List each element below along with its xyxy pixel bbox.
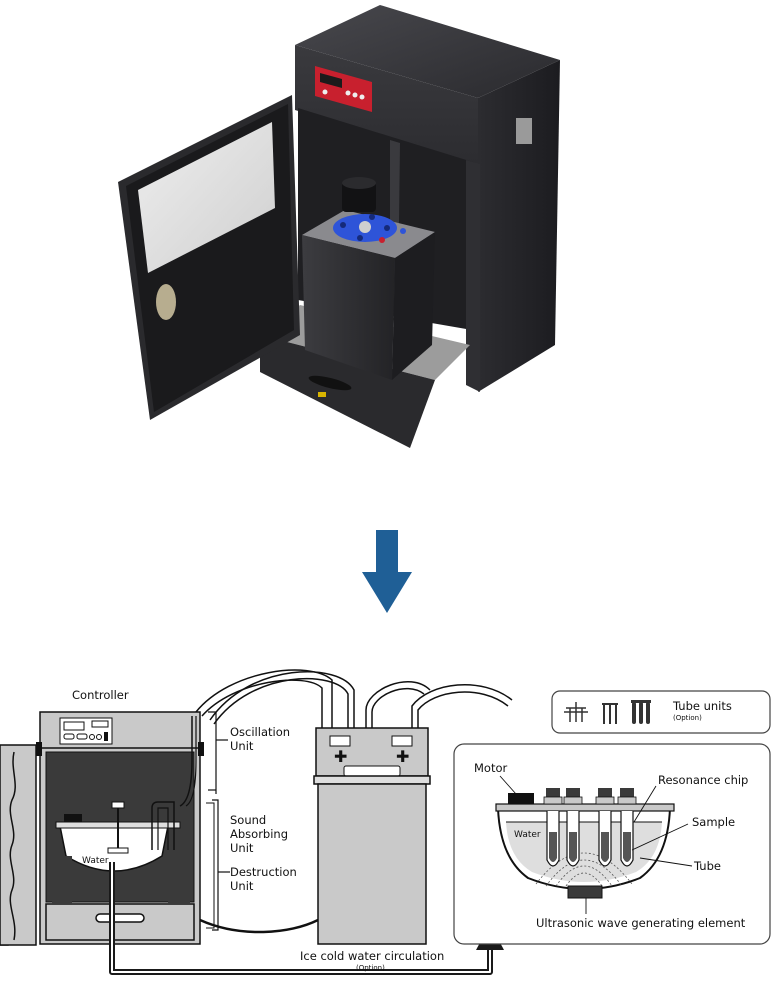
motor-cylinder [342, 182, 376, 212]
cabinet-hose-inner [185, 716, 197, 807]
label-resonance-chip: Resonance chip [658, 773, 749, 787]
control-button [345, 90, 351, 96]
detail-tubes [543, 788, 637, 867]
chiller-port [329, 735, 351, 747]
bath-front [302, 235, 395, 380]
door-latch [156, 284, 176, 320]
hose-1 [195, 669, 333, 728]
rotor-hole [340, 222, 346, 228]
label-ice-water: Ice cold water circulation [300, 949, 445, 963]
side-latch [516, 118, 532, 144]
drawer-handle [95, 913, 145, 923]
tube-unit-icon-1 [564, 702, 588, 722]
chiller-lip [313, 775, 431, 785]
controller-button [63, 733, 75, 740]
tube-unit-icon-2 [602, 703, 618, 724]
controller-knob [96, 734, 102, 740]
chiller-body [317, 783, 427, 945]
tube-units-box [551, 690, 771, 734]
product-photo [118, 5, 560, 448]
rotor-hole [384, 225, 390, 231]
door-window [138, 122, 275, 273]
warning-label [318, 392, 326, 397]
hose-1-fill [200, 675, 328, 728]
tube-unit-icon-3 [631, 700, 651, 724]
controller-readout [91, 720, 109, 728]
label-tube: Tube [694, 859, 721, 873]
label-destruction-2: Unit [230, 879, 254, 893]
chiller-port [391, 735, 413, 747]
hose-4-edge [417, 691, 509, 728]
label-sound-3: Unit [230, 841, 254, 855]
shaft-foot [107, 847, 129, 854]
ultrasonic-waves [535, 852, 633, 887]
label-tube-units: Tube units [673, 699, 732, 713]
controller-button [76, 733, 88, 740]
motor-top [342, 177, 376, 189]
rotor-hole [357, 235, 363, 241]
chiller-cable [199, 918, 319, 934]
open-door [0, 744, 37, 946]
cabinet-pipe [151, 801, 175, 850]
label-sound-1: Sound [230, 813, 267, 827]
door-edge [9, 751, 16, 941]
circulation-arrow-core [111, 862, 491, 973]
inner-support [52, 856, 72, 904]
label-tube-units-option: (Option) [673, 714, 702, 722]
shaft-top [111, 801, 125, 809]
drawer-handle [308, 375, 352, 391]
cabinet-side [478, 60, 560, 392]
cabinet-pillar [466, 160, 480, 392]
chiller-handle [343, 765, 401, 777]
label-controller: Controller [72, 688, 129, 702]
drawer-front [260, 335, 435, 448]
label-sound-2: Absorbing [230, 827, 289, 841]
bracket-destruction [206, 802, 215, 929]
cabinet-top [295, 5, 560, 98]
red-fitting [379, 237, 385, 243]
label-oscillation-2: Unit [230, 739, 254, 753]
label-destruction-1: Destruction [230, 865, 297, 879]
hose-1-edge [201, 679, 323, 728]
control-button [322, 89, 328, 95]
label-water-left: Water [82, 856, 109, 866]
controller-switch [104, 732, 108, 741]
label-sample: Sample [692, 815, 736, 829]
hose-3 [365, 680, 431, 728]
bracket-oscillation [208, 711, 217, 794]
plus-icon: ✚ [396, 747, 409, 766]
control-button [359, 94, 365, 100]
cabinet-pipe-inner [157, 807, 169, 850]
left-motor [64, 814, 82, 822]
inner-support [168, 856, 190, 904]
hose-2 [209, 671, 355, 728]
controller-knob [89, 734, 95, 740]
detail-motor [508, 793, 534, 804]
hinge [36, 742, 42, 756]
label-ice-water-option: (Option) [356, 964, 385, 972]
bath-side [392, 232, 435, 380]
label-oscillation-1: Oscillation [230, 725, 291, 739]
control-display [320, 73, 342, 88]
bracket-sound [212, 799, 219, 931]
detail-leaders [499, 775, 693, 914]
controller-display [63, 721, 85, 731]
hose-4 [411, 683, 513, 728]
rotor-hole [369, 214, 375, 220]
label-water-right: Water [514, 830, 541, 840]
ultrasonic-element [567, 885, 603, 899]
label-ultrasonic: Ultrasonic wave generating element [536, 916, 746, 930]
rotor-hub [359, 221, 371, 233]
resonance-plate [495, 803, 675, 812]
hinge [198, 742, 204, 756]
cabinet-hose [179, 716, 193, 807]
label-motor: Motor [474, 761, 508, 775]
control-button [352, 92, 358, 98]
hose-2-edge [213, 677, 349, 728]
blue-fitting [400, 228, 406, 234]
plus-icon: ✚ [334, 747, 347, 766]
hose-3-edge [371, 688, 425, 728]
